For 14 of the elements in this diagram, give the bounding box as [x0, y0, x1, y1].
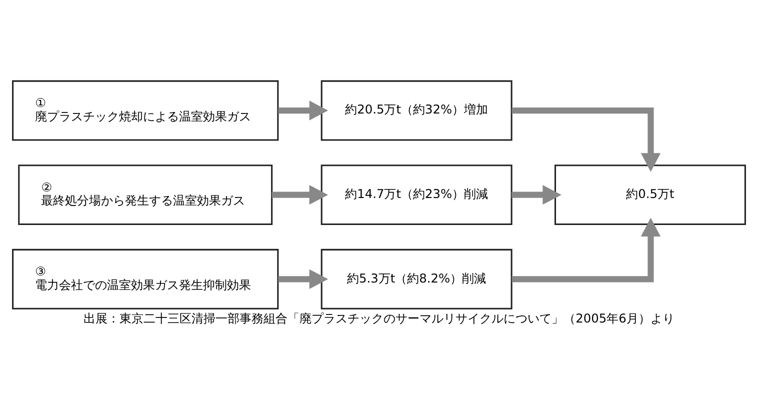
node-box: ① 廃プラスチック焼却による温室効果ガス	[12, 80, 279, 140]
node-box: ③ 電力会社での温室効果ガス発生抑制効果	[12, 248, 279, 309]
arrow	[278, 268, 328, 288]
arrow	[512, 217, 661, 282]
node-box: 約0.5万t	[554, 164, 746, 225]
caption: 出展：東京二十三区清掃一部事務組合「廃プラスチックのサーマルリサイクルについて」（2005年6月）より	[84, 310, 674, 325]
node-box: 約5.3万t（約8.2%）削減	[320, 248, 512, 309]
arrow	[512, 184, 562, 204]
arrow	[512, 106, 661, 172]
arrow	[278, 100, 328, 120]
node-box: 約20.5万t（約32%）増加	[320, 80, 512, 140]
arrow	[272, 184, 328, 204]
node-box: ② 最終処分場から発生する温室効果ガス	[18, 164, 273, 225]
node-box: 約14.7万t（約23%）削減	[320, 164, 512, 225]
